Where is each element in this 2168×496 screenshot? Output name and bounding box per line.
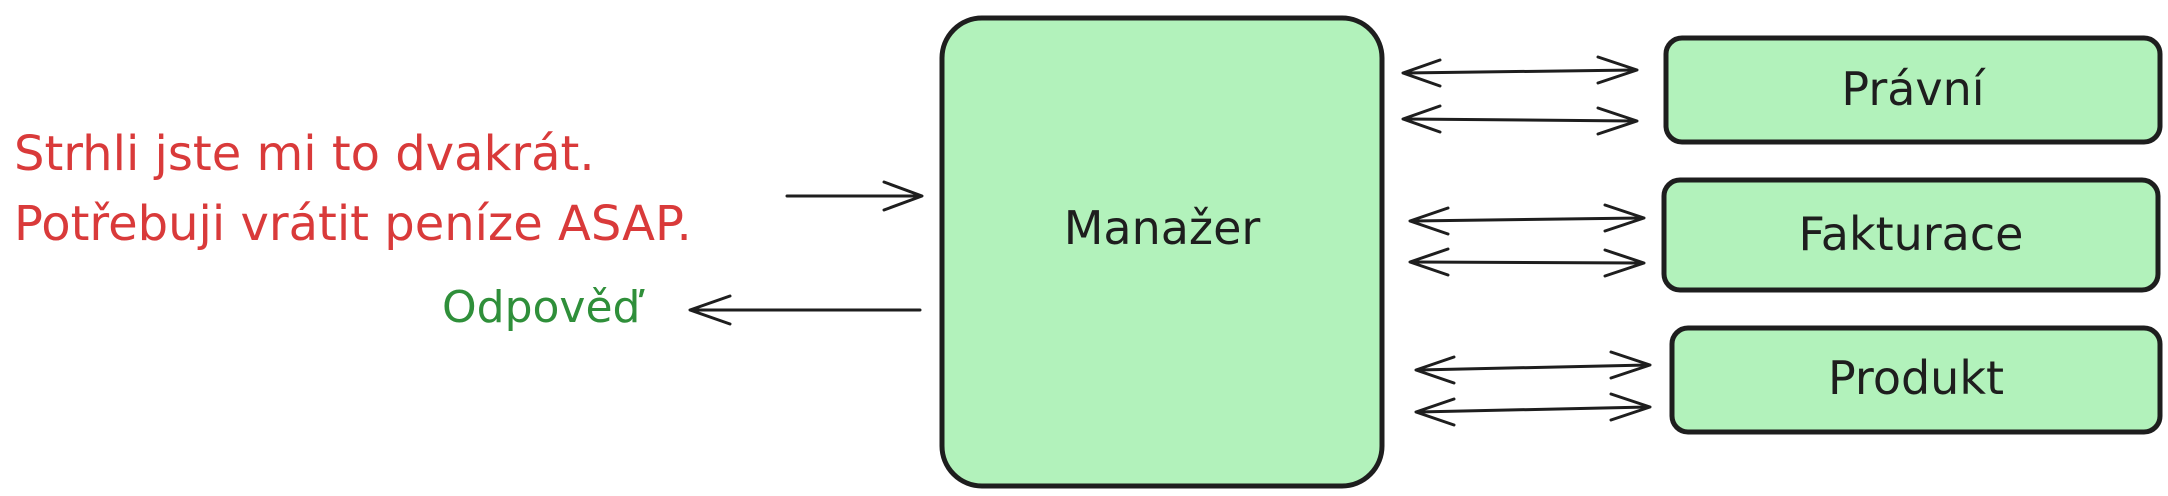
manager-box [939,15,1385,489]
agent-node-produkt: Produkt [1669,325,2163,435]
request-arrow [785,180,924,212]
request-text-line-1: Strhli jste mi to dvakrát. [14,126,595,182]
agent-node-fakturace: Fakturace [1661,177,2161,293]
manager-label: Manažer [1064,201,1261,255]
bidirectional-arrow-pravni-1 [1401,55,1639,88]
bidirectional-arrow-produkt-2 [1414,392,1652,427]
response-arrow [688,294,922,326]
response-text: Odpověď [442,282,646,333]
agent-label-pravni: Právní [1841,62,1985,116]
bidirectional-arrow-pravni-2 [1401,104,1639,136]
bidirectional-arrow-produkt-1 [1414,350,1652,385]
agent-label-produkt: Produkt [1828,351,2004,405]
request-text-line-2: Potřebuji vrátit peníze ASAP. [14,196,692,252]
agent-box-fakturace [1661,177,2161,293]
agent-box-pravni [1663,35,2163,145]
bidirectional-arrow-fakturace-1 [1408,203,1646,236]
agent-label-fakturace: Fakturace [1799,207,2024,261]
bidirectional-arrow-fakturace-2 [1408,247,1646,278]
manager-node: Manažer [939,15,1385,489]
agent-node-pravni: Právní [1663,35,2163,145]
agent-box-produkt [1669,325,2163,435]
